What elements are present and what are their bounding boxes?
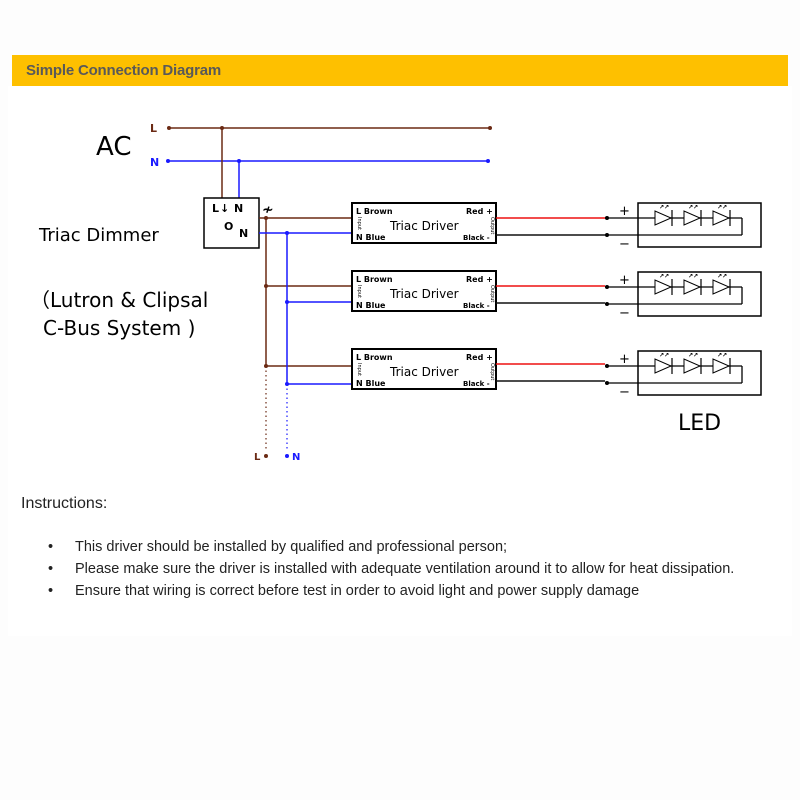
led-module-box	[637, 202, 762, 248]
led-diode-icon	[683, 358, 702, 374]
driver-input-neutral-label: N Blue	[356, 233, 386, 242]
led-plus-label: +	[619, 204, 630, 219]
extension-neutral-terminal	[285, 454, 289, 458]
mains-line-terminal	[167, 126, 171, 130]
driver-input-live-label: L Brown	[356, 353, 393, 362]
dimmer-system-line1: （Lutron & Clipsal	[30, 288, 208, 312]
led-light-rays-icon: ↗↗	[659, 273, 669, 280]
instruction-text: This driver should be installed by quali…	[75, 539, 508, 555]
led-module: + − ↗↗ ↗↗ ↗↗	[605, 271, 762, 321]
bullet-icon: •	[48, 561, 54, 577]
led-diode-icon	[712, 210, 731, 226]
led-modules-group: + − ↗↗ ↗↗ ↗↗ + − ↗↗ ↗↗ ↗↗ + − ↗↗ ↗↗ ↗↗	[605, 202, 762, 400]
led-diode-icon	[712, 279, 731, 295]
mains-neutral-terminal	[166, 159, 170, 163]
led-light-rays-icon: ↗↗	[659, 204, 669, 211]
driver-output-tag: Output	[489, 217, 495, 234]
driver-output-tag: Output	[489, 363, 495, 380]
dimmed-live-node	[264, 216, 268, 220]
driver-input-live-label: L Brown	[356, 207, 393, 216]
instructions-list: • This driver should be installed by qual…	[48, 536, 734, 602]
led-minus-label: −	[619, 385, 630, 400]
driver-output-positive-label: Red +	[466, 353, 493, 362]
driver-input-tag: Input	[356, 363, 362, 376]
dimmer-terminal-n-in: N	[234, 202, 243, 215]
dimmer-terminal-n-out: N	[239, 227, 248, 240]
led-module-box	[637, 271, 762, 317]
bullet-icon: •	[48, 539, 54, 555]
led-label: LED	[678, 411, 721, 436]
driver-output-positive-label: Red +	[466, 207, 493, 216]
led-module: + − ↗↗ ↗↗ ↗↗	[605, 202, 762, 252]
instructions-heading: Instructions:	[21, 495, 108, 512]
extension-live-terminal	[264, 454, 268, 458]
extension-live-label: L	[254, 452, 261, 463]
led-minus-label: −	[619, 306, 630, 321]
instruction-item: • Please make sure the driver is installe…	[48, 558, 734, 580]
instruction-item: • Ensure that wiring is correct before te…	[48, 580, 734, 602]
driver-input-neutral-label: N Blue	[356, 379, 386, 388]
section-header-banner: Simple Connection Diagram	[12, 55, 788, 86]
driver-output-tag: Output	[489, 285, 495, 302]
led-module: + − ↗↗ ↗↗ ↗↗	[605, 350, 762, 400]
triac-dimmer-label: Triac Dimmer	[38, 225, 159, 246]
driver-output-negative-label: Black -	[463, 380, 490, 388]
driver-output-negative-label: Black -	[463, 234, 490, 242]
driver-input-tag: Input	[356, 285, 362, 298]
driver-output-positive-label: Red +	[466, 275, 493, 284]
instruction-item: • This driver should be installed by qual…	[48, 536, 734, 558]
triac-dimmer-box	[203, 197, 260, 249]
led-diode-icon	[654, 358, 673, 374]
instruction-text: Ensure that wiring is correct before tes…	[75, 583, 640, 599]
neutral-bus-node	[285, 231, 289, 235]
dimmer-knob-icon: O	[224, 220, 233, 233]
led-diode-icon	[654, 279, 673, 295]
led-plus-label: +	[619, 273, 630, 288]
driver-input-neutral-label: N Blue	[356, 301, 386, 310]
led-diode-icon	[712, 358, 731, 374]
driver-box	[351, 348, 497, 390]
led-diode-icon	[654, 210, 673, 226]
mains-neutral-label: N	[150, 156, 159, 169]
neutral-branch-2-node	[285, 300, 289, 304]
driver-name: Triac Driver	[389, 365, 459, 379]
led-minus-label: −	[619, 237, 630, 252]
driver-name: Triac Driver	[389, 287, 459, 301]
led-module-box	[637, 350, 762, 396]
led-light-rays-icon: ↗↗	[688, 273, 698, 280]
led-diode-icon	[683, 279, 702, 295]
mains-line-end	[488, 126, 492, 130]
ac-label: AC	[96, 132, 131, 162]
led-light-rays-icon: ↗↗	[688, 204, 698, 211]
mains-neutral-end	[486, 159, 490, 163]
led-light-rays-icon: ↗↗	[717, 352, 727, 359]
led-light-rays-icon: ↗↗	[717, 204, 727, 211]
mains-line-label: L	[150, 122, 157, 135]
led-light-rays-icon: ↗↗	[717, 273, 727, 280]
driver-box	[351, 202, 497, 244]
extension-neutral-label: N	[292, 452, 300, 463]
led-diode-icon	[683, 210, 702, 226]
live-branch-2-node	[264, 284, 268, 288]
driver-input-live-label: L Brown	[356, 275, 393, 284]
led-plus-label: +	[619, 352, 630, 367]
led-light-rays-icon: ↗↗	[688, 352, 698, 359]
dimmer-terminal-l: L	[212, 202, 219, 215]
driver-name: Triac Driver	[389, 219, 459, 233]
instruction-text: Please make sure the driver is installed…	[75, 561, 735, 577]
dimmer-symbol-icon: ≁	[262, 202, 274, 218]
driver-output-negative-label: Black -	[463, 302, 490, 310]
dimmer-arrow-icon: ↓	[220, 202, 229, 215]
section-title: Simple Connection Diagram	[26, 62, 222, 79]
driver-box	[351, 270, 497, 312]
led-light-rays-icon: ↗↗	[659, 352, 669, 359]
bullet-icon: •	[48, 583, 54, 599]
dimmer-system-line2: C-Bus System )	[43, 316, 195, 340]
driver-input-tag: Input	[356, 217, 362, 230]
